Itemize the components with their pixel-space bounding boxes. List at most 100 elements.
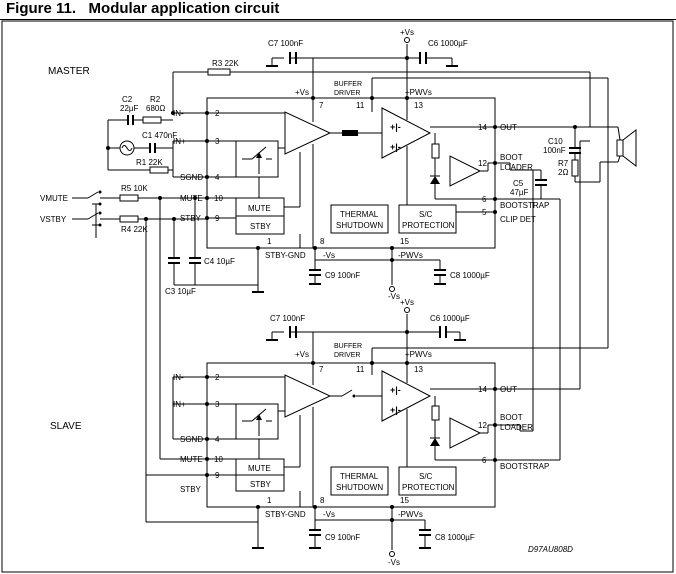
master-driver-label: DRIVER: [334, 90, 360, 97]
figure-number: Figure 11.: [6, 0, 77, 17]
master-c5-label: C5: [513, 179, 524, 188]
master-thermal-block: [330, 204, 389, 234]
slave-mute-block-label: MUTE: [248, 464, 271, 473]
master-c7-label: C7 100nF: [268, 39, 303, 48]
slave-power-amp: [381, 370, 432, 422]
figure-title: Figure 11. Modular application circuit: [6, 0, 279, 17]
slave-boot-label: BOOT: [500, 413, 523, 422]
master-stby-block: [235, 215, 285, 235]
svg-text:+|-: +|-: [390, 405, 401, 415]
master-r5-label: R5 10K: [121, 184, 148, 193]
master-r7-value: 2Ω: [558, 168, 568, 177]
svg-text:+|-: +|-: [390, 385, 401, 395]
master-c10-label: C10: [548, 137, 563, 146]
master-thermal-label: THERMAL: [340, 210, 379, 219]
master-label: MASTER: [48, 66, 90, 77]
master-stby-block-label: STBY: [250, 222, 272, 231]
slave-neg-vs-label: -Vs: [323, 510, 335, 519]
master-boot-loader-amp: [449, 155, 482, 187]
slave-stby-block: [235, 474, 285, 492]
master-power-amp: [381, 107, 432, 159]
slave-thermal-block: [330, 466, 389, 496]
svg-text:+|-: +|-: [390, 142, 401, 152]
slave-buffer-label: BUFFER: [334, 343, 362, 350]
slave-pin-11: 11: [356, 365, 365, 374]
master-sc-label: S/C: [419, 210, 433, 219]
svg-text:+|-: +|-: [390, 122, 401, 132]
slave-preamp: [284, 374, 332, 418]
slave-ic-body: [206, 362, 496, 508]
master-sc-block: [398, 204, 457, 234]
slave-sc-block: [398, 466, 457, 496]
slave-bootstrap-label: BOOTSTRAP: [500, 462, 549, 471]
slave-boot-loader-amp: [449, 417, 482, 449]
master-boot-label: BOOT: [500, 153, 523, 162]
slave-vs-top-label: +Vs: [295, 350, 309, 359]
slave-section: SLAVE IN- IN+ SGND MUTE STBY 2 3 4 10 9 …: [50, 140, 608, 567]
slave-pin-12: 12: [478, 421, 487, 430]
figure-border: [1, 20, 674, 573]
slave-driver-label: DRIVER: [334, 352, 360, 359]
master-bootstrap-label: BOOTSTRAP: [500, 201, 549, 210]
slave-shutdown-label: SHUTDOWN: [336, 483, 383, 492]
slave-label: SLAVE: [50, 421, 82, 432]
master-c6-label: C6 1000µF: [428, 39, 468, 48]
master-pin-8: 8: [320, 237, 325, 246]
master-r2-label: R2: [150, 95, 161, 104]
master-c5-value: 47µF: [510, 188, 529, 197]
master-pin-1: 1: [267, 237, 272, 246]
master-r2-value: 680Ω: [146, 104, 165, 113]
master-clipdet-label: CLIP DET: [500, 215, 536, 224]
master-c3-label: C3 10µF: [165, 287, 196, 296]
slave-loader-label: LOADER: [500, 423, 533, 432]
slave-c6-label: C6 1000µF: [430, 314, 470, 323]
slave-pin-15: 15: [400, 496, 409, 505]
master-c2-value: 22µF: [120, 104, 139, 113]
master-shutdown-label: SHUTDOWN: [336, 221, 383, 230]
master-r7-label: R7: [558, 159, 569, 168]
slave-neg-pwvs-label: -PWVs: [398, 510, 423, 519]
master-loader-label: LOADER: [500, 163, 533, 172]
master-c8-label: C8 1000µF: [450, 271, 490, 280]
master-r4-label: R4 22K: [121, 225, 148, 234]
vmute-label: VMUTE: [40, 194, 68, 203]
master-c2-label: C2: [122, 95, 133, 104]
master-c1-label: C1 470nF: [142, 131, 177, 140]
slave-vs-supply-label: +Vs: [400, 298, 414, 307]
slave-sc-label: S/C: [419, 472, 433, 481]
master-mute-block-label: MUTE: [248, 204, 271, 213]
master-c4-label: C4 10µF: [204, 257, 235, 266]
master-ic-body: [206, 97, 496, 249]
master-c9-label: C9 100nF: [325, 271, 360, 280]
slave-pin-7: 7: [319, 365, 324, 374]
slave-thermal-label: THERMAL: [340, 472, 379, 481]
master-buffer-label: BUFFER: [334, 81, 362, 88]
master-preamp: [284, 111, 332, 155]
slave-pin-1: 1: [267, 496, 272, 505]
master-pin-12: 12: [478, 159, 487, 168]
master-r3-label: R3 22K: [212, 59, 239, 68]
master-stby-gnd-label: STBY-GND: [265, 251, 306, 260]
slave-c9-label: C9 100nF: [325, 533, 360, 542]
master-vs-top-label: +Vs: [295, 88, 309, 97]
master-c10-value: 100nF: [543, 146, 566, 155]
speaker-icon: [616, 139, 624, 157]
slave-neg-vs-supply-label: -Vs: [388, 558, 400, 567]
master-r1-label: R1 22K: [136, 158, 163, 167]
slave-protection-label: PROTECTION: [402, 483, 455, 492]
master-pwvs-label: +PWVs: [405, 88, 432, 97]
figure-caption: Modular application circuit: [88, 0, 280, 17]
slave-c8-label: C8 1000µF: [435, 533, 475, 542]
figure-code: D97AU808D: [528, 545, 573, 554]
slave-pin-8: 8: [320, 496, 325, 505]
slave-pin-13: 13: [414, 365, 423, 374]
master-section: MASTER IN- IN+ SGND MUTE STBY 2 3 4 10 9…: [40, 28, 637, 460]
slave-stby-gnd-label: STBY-GND: [265, 510, 306, 519]
master-vs-supply-label: +Vs: [400, 28, 414, 37]
slave-stby-block-label: STBY: [250, 480, 272, 489]
master-pin-11: 11: [356, 101, 365, 110]
master-pin-7: 7: [319, 101, 324, 110]
title-rule: [0, 19, 676, 20]
vstby-label: VSTBY: [40, 215, 67, 224]
master-pin-13: 13: [414, 101, 423, 110]
